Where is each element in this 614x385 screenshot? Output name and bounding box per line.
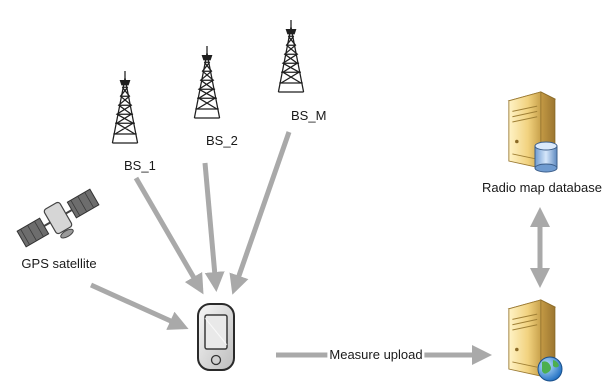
measure-upload-label: Measure upload [327, 347, 425, 362]
satellite-icon [16, 188, 100, 248]
pda-device-icon [197, 303, 235, 371]
cell-tower-icon-bs1 [111, 70, 139, 144]
arrow-bs2-to-device [202, 162, 225, 292]
web-server-icon [508, 299, 563, 382]
arrow-bs1-to-device [133, 176, 204, 295]
arrow-gps-to-device [89, 282, 189, 330]
bs-2-label: BS_2 [206, 133, 238, 148]
cell-tower-icon-bsm [277, 19, 305, 93]
database-cylinder-icon [534, 141, 558, 173]
globe-icon [537, 356, 563, 382]
arrows [89, 131, 550, 365]
database-server-icon [508, 91, 558, 173]
bs-m-label: BS_M [291, 108, 327, 123]
bs-1-label: BS_1 [124, 158, 156, 173]
gps-satellite-label: GPS satellite [21, 256, 97, 271]
arrow-bsm-to-device [229, 131, 292, 295]
cell-tower-icon-bs2 [193, 45, 221, 119]
radio-map-database-label: Radio map database [482, 180, 602, 195]
